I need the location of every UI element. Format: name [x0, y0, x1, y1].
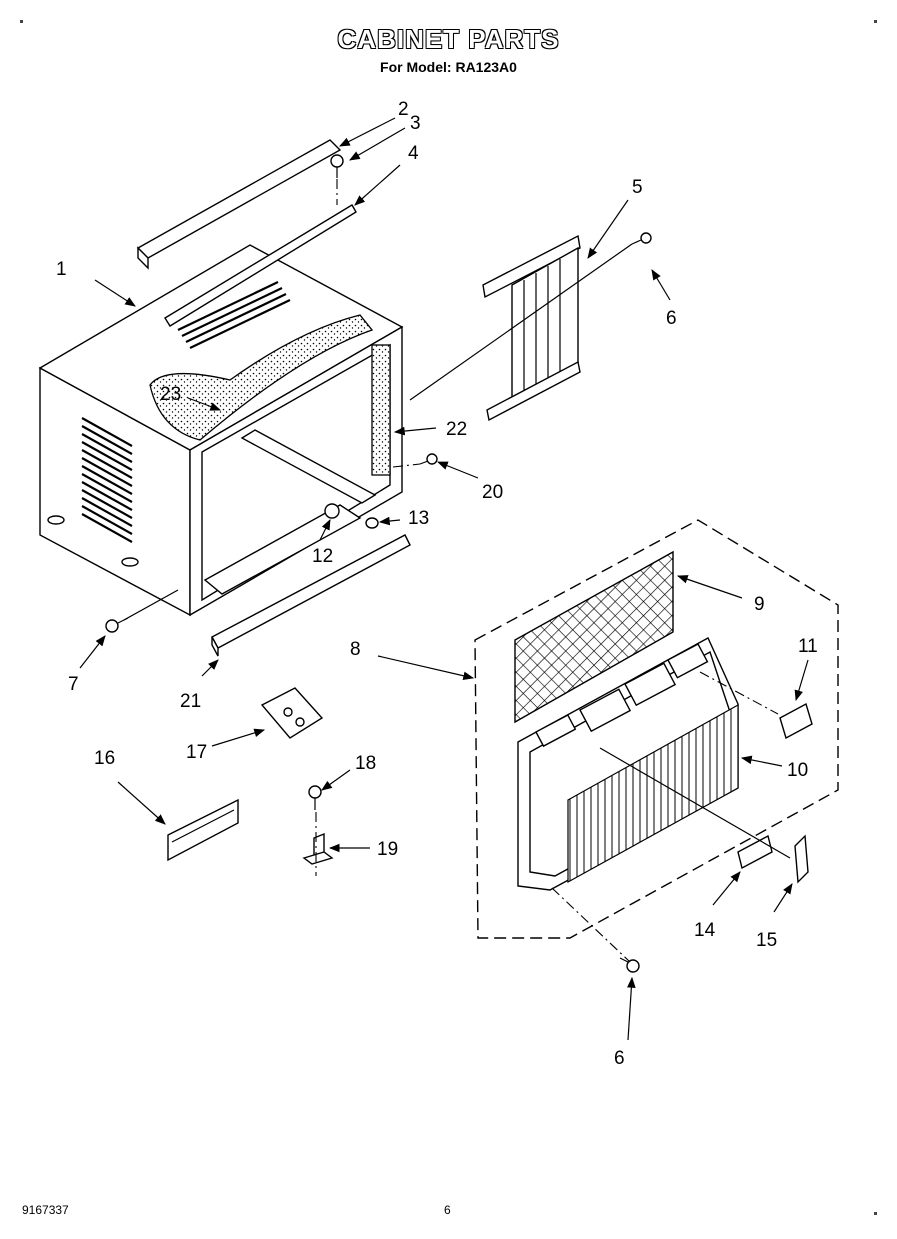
callout-22: 22 [446, 419, 467, 440]
callout-12: 12 [312, 546, 333, 567]
badge-14 [737, 834, 773, 870]
side-curtain [482, 234, 581, 422]
callout-1: 1 [56, 259, 67, 280]
screw-6-lower [619, 957, 640, 973]
screw-20 [419, 453, 438, 465]
top-louvre-vents [177, 281, 291, 349]
callout-17: 17 [186, 742, 207, 763]
cabinet-shell [38, 244, 404, 617]
document-number: 9167337 [22, 1203, 69, 1217]
screw-7 [105, 617, 129, 633]
model-subtitle: For Model: RA123A0 [380, 59, 517, 75]
callout-18: 18 [355, 753, 376, 774]
top-foam-seal [149, 314, 374, 441]
screw-3 [330, 154, 344, 178]
callout-13: 13 [408, 508, 429, 529]
callout-19: 19 [377, 839, 398, 860]
page-number: 6 [444, 1203, 451, 1217]
washer-13 [365, 517, 379, 529]
front-panel-assembly-outline [474, 519, 839, 939]
screw-6-upper [631, 232, 652, 245]
callout-11: 11 [798, 636, 818, 657]
callout-10: 10 [787, 760, 808, 781]
top-strip [164, 204, 357, 327]
knob-11 [779, 702, 813, 740]
screw-18 [308, 785, 322, 810]
callout-16: 16 [94, 748, 115, 769]
callout-6-lower: 6 [614, 1048, 625, 1069]
callout-4: 4 [408, 143, 419, 164]
air-filter [514, 550, 674, 724]
callout-21: 21 [180, 691, 201, 712]
callout-arrows [79, 117, 809, 1041]
callout-14: 14 [694, 920, 716, 941]
side-louvre-vents [81, 417, 133, 543]
front-grille-louvres [567, 703, 739, 884]
callout-9: 9 [754, 594, 765, 615]
page-title: CABINET PARTS [337, 24, 560, 54]
grommet-12 [324, 503, 340, 519]
callout-5: 5 [632, 177, 643, 198]
side-foam-seal [371, 344, 391, 476]
callout-3: 3 [410, 113, 421, 134]
callout-7: 7 [68, 674, 79, 695]
callout-2: 2 [398, 99, 409, 120]
callout-6-upper: 6 [666, 308, 677, 329]
callout-20: 20 [482, 482, 503, 503]
clip-19 [302, 832, 334, 865]
callout-23: 23 [160, 384, 181, 405]
callout-8: 8 [350, 639, 361, 660]
knob-15 [794, 834, 809, 884]
callout-15: 15 [756, 930, 777, 951]
side-channel [167, 798, 239, 862]
